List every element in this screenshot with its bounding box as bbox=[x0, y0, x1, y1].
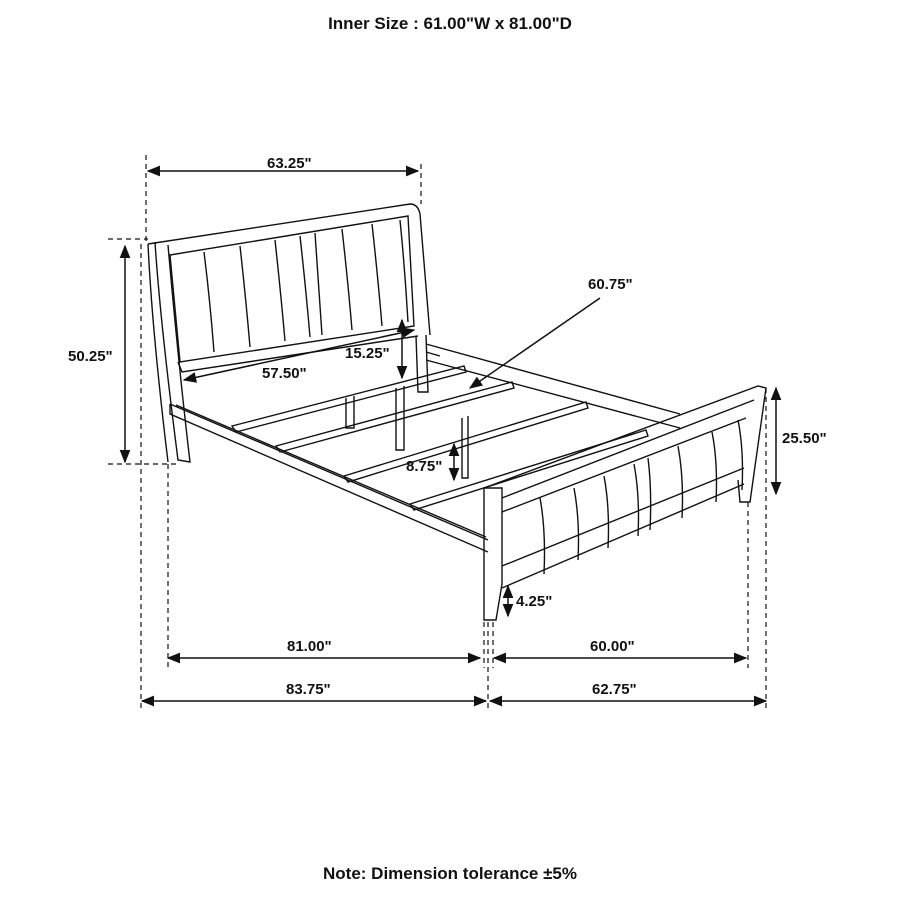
dim-headboard-inner-width: 57.50" bbox=[262, 365, 307, 382]
dimension-lines bbox=[119, 165, 782, 707]
headboard bbox=[147, 203, 431, 463]
dim-slat-length: 60.75" bbox=[588, 276, 633, 293]
slats bbox=[230, 365, 649, 511]
side-rail-right bbox=[425, 343, 681, 429]
dim-footboard-height: 25.50" bbox=[782, 430, 827, 447]
footboard bbox=[483, 385, 767, 621]
dim-headboard-width: 63.25" bbox=[267, 155, 312, 172]
dim-headboard-height: 50.25" bbox=[68, 348, 113, 365]
dim-inner-width: 60.00" bbox=[590, 638, 635, 655]
bed-frame-lines bbox=[147, 203, 767, 621]
extension-lines bbox=[108, 155, 767, 712]
inner-size-title: Inner Size : 61.00"W x 81.00"D bbox=[328, 14, 572, 33]
dim-leg-clearance: 4.25" bbox=[516, 593, 553, 610]
dimension-tolerance-note: Note: Dimension tolerance ±5% bbox=[323, 864, 577, 883]
side-rail-left bbox=[169, 403, 489, 553]
dim-headboard-rail-clearance: 15.25" bbox=[345, 345, 390, 362]
dim-inner-length: 81.00" bbox=[287, 638, 332, 655]
dim-rail-height: 8.75" bbox=[406, 458, 443, 475]
dim-overall-width: 62.75" bbox=[592, 681, 637, 698]
dim-overall-length: 83.75" bbox=[286, 681, 331, 698]
